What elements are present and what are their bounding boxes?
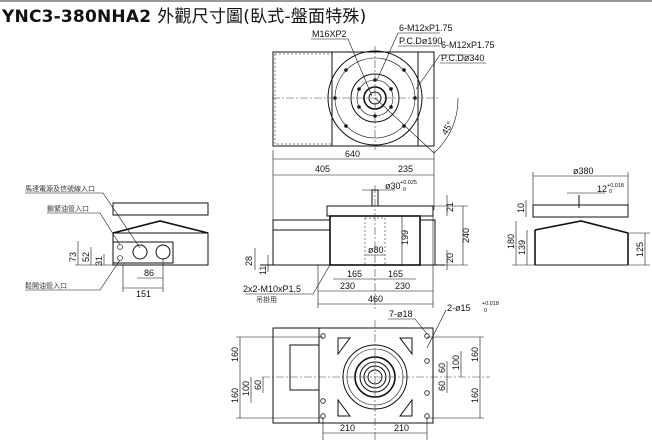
- dim-73: 73: [68, 252, 78, 262]
- outer-pcd-label: P.C.Dø340: [441, 53, 484, 63]
- left-plate: [112, 202, 209, 216]
- unclamp-inlet-label: 鬆開油管入口: [25, 281, 67, 290]
- dim-60-right-upper: 60: [437, 363, 447, 373]
- clamp-inlet-label: 鎖緊油管入口: [47, 204, 89, 213]
- motor-inlet-label: 馬達電源及信號線入口: [25, 184, 95, 193]
- pins-label: 2-ø15: [447, 303, 471, 313]
- dim-210-right: 210: [394, 423, 409, 433]
- dim-31: 31: [94, 256, 104, 266]
- lift-thread-label: 2x2-M10xP1.5: [243, 284, 301, 294]
- port-motor: [132, 244, 148, 260]
- leader-pins: [426, 309, 447, 349]
- inner-pcd-label: P.C.Dø190: [399, 36, 442, 46]
- dim-199: 199: [400, 230, 410, 245]
- front-view: ø30 +0.025 0 ø80 199 21 240 20 28 11 165…: [243, 180, 471, 310]
- dim-28: 28: [244, 256, 254, 266]
- shaft-tol-upper: +0.025: [400, 180, 417, 186]
- right-plate: [532, 204, 629, 218]
- angle-line: [374, 97, 435, 154]
- dim-165-left: 165: [347, 269, 362, 279]
- left-roof: [112, 220, 209, 234]
- leader-holes: [388, 318, 428, 335]
- dim-125: 125: [635, 242, 645, 257]
- dim-160-upper-left: 160: [230, 347, 240, 362]
- motor-box: [272, 219, 331, 266]
- bottom-view: 7-ø18 2-ø15 +0.018 0 160 160 100 60 60 6…: [230, 301, 499, 440]
- relief-slots: [337, 337, 413, 417]
- dim-100-left: 100: [241, 381, 251, 396]
- dim-460: 460: [368, 294, 383, 304]
- bottom-outline: [272, 327, 434, 424]
- dim-235: 235: [398, 164, 413, 174]
- dim-10: 10: [516, 203, 526, 213]
- left-body: [112, 232, 209, 266]
- dim-240: 240: [461, 228, 471, 243]
- center-thread-label: M16XP2: [312, 29, 347, 39]
- dim-640: 640: [345, 149, 360, 159]
- dim-405: 405: [315, 164, 330, 174]
- table-plate: [326, 205, 434, 217]
- inner-holes-label: 6-M12xP1.75: [399, 23, 453, 33]
- motor-outline: [289, 344, 320, 391]
- top-view: M16XP2 6-M12xP1.75 P.C.Dø190 6-M12xP1.75…: [272, 23, 495, 265]
- leader-unclamp: [25, 259, 121, 291]
- lift-note: 吊掛用: [256, 295, 277, 304]
- leader-motor: [25, 192, 141, 249]
- dim-160-lower-right: 160: [470, 388, 480, 403]
- shaft-tol-lower: 0: [403, 187, 406, 193]
- dim-230-right: 230: [395, 281, 410, 291]
- angle-arc: [433, 97, 459, 154]
- key-tol-lower: 0: [609, 189, 612, 195]
- pins-tol-upper: +0.018: [482, 301, 499, 307]
- dim-20: 20: [445, 253, 455, 263]
- port-circle: [155, 244, 171, 260]
- left-view: 馬達電源及信號線入口 鎖緊油管入口 鬆開油管入口 73 52 31 86 151: [25, 184, 209, 299]
- leader-clamp: [47, 212, 121, 246]
- right-roof: [534, 220, 629, 234]
- shaft-dia: ø30: [385, 181, 401, 191]
- bore-dia: ø80: [368, 245, 384, 255]
- leader-inner-holes: [376, 32, 440, 81]
- dim-11: 11: [258, 266, 268, 275]
- pins-tol-lower: 0: [484, 308, 487, 314]
- key-width: 12: [597, 184, 607, 194]
- bolt-holes: [333, 68, 417, 128]
- dim-160-lower-left: 160: [230, 388, 240, 403]
- port-unclamp: [117, 255, 123, 261]
- dim-86: 86: [144, 268, 154, 278]
- leader-lift: [245, 264, 331, 295]
- dim-21: 21: [445, 202, 455, 212]
- dim-230-left: 230: [340, 281, 355, 291]
- dim-180: 180: [506, 234, 516, 249]
- dim-139: 139: [517, 240, 527, 255]
- dim-165-right: 165: [388, 269, 403, 279]
- dim-210-left: 210: [340, 423, 355, 433]
- leader-m16: [311, 38, 373, 97]
- right-view: ø380 12 +0.018 0 10 180 139 125: [506, 166, 650, 266]
- dim-60-right-lower: 60: [437, 381, 447, 391]
- title-description: 外觀尺寸圖(臥式-盤面特殊): [157, 7, 367, 27]
- motor-hidden-outline: [274, 53, 333, 145]
- dia-380: ø380: [573, 166, 594, 176]
- dim-52: 52: [81, 252, 91, 262]
- dim-160-upper-right: 160: [470, 347, 480, 362]
- dim-151: 151: [136, 289, 151, 299]
- holes-label: 7-ø18: [389, 309, 413, 319]
- model-name: YNC3-380NHA2: [2, 7, 152, 27]
- dim-100-right: 100: [451, 355, 461, 370]
- dim-60-left: 60: [253, 380, 263, 390]
- port-block: [112, 241, 174, 264]
- outer-holes-label: 6-M12xP1.75: [441, 40, 495, 50]
- leader-outer-holes: [415, 54, 470, 90]
- angle-label: 45°: [440, 119, 456, 136]
- port-clamp: [117, 244, 123, 250]
- top-border: [0, 0, 652, 2]
- key-tol-upper: +0.018: [607, 183, 624, 189]
